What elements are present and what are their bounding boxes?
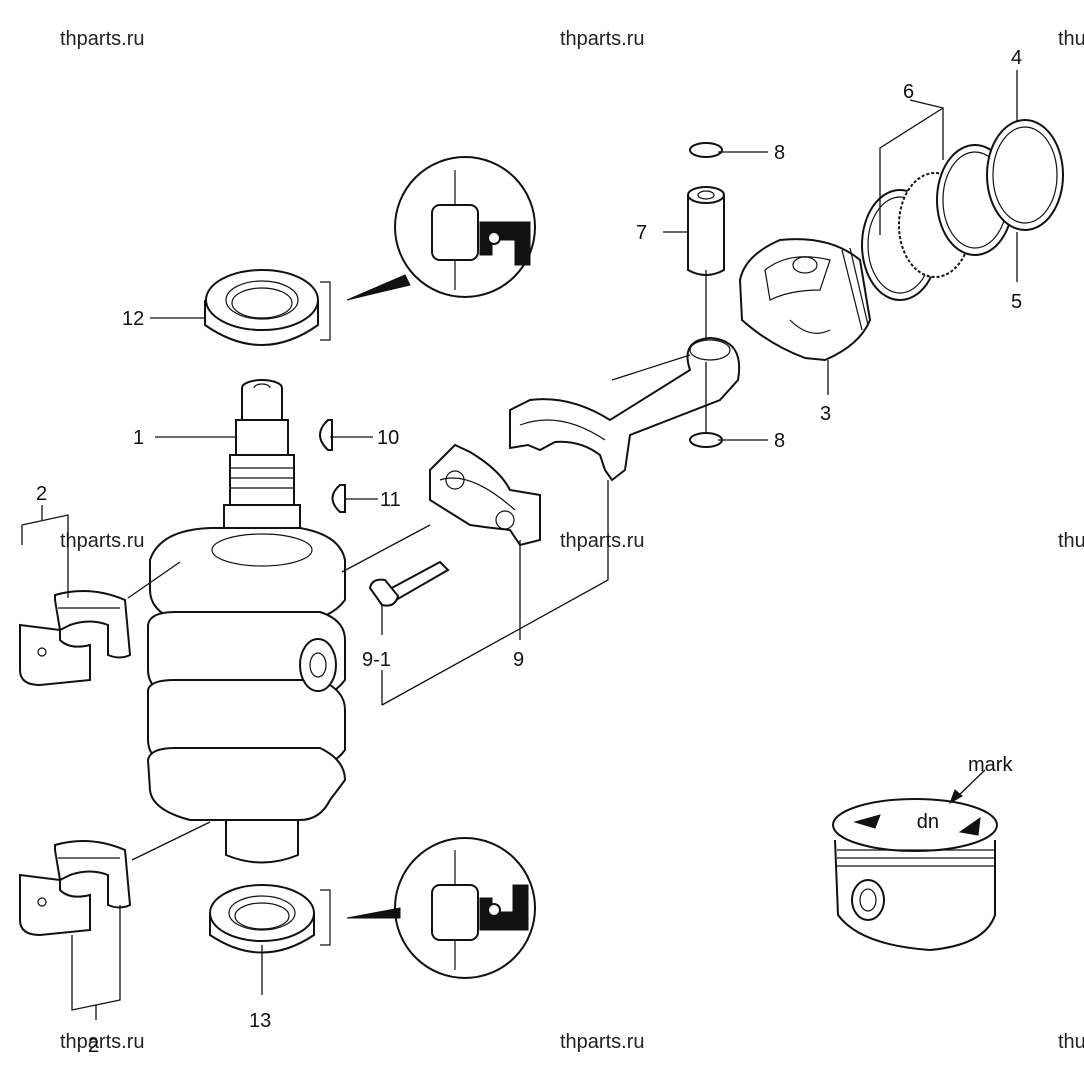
seal-orientation-detail-upper (346, 156, 536, 301)
callout-12: 12 (122, 308, 144, 330)
watermark: thparts.ru (560, 530, 644, 552)
piston-crown-text: up (917, 812, 939, 834)
callout-10: 10 (377, 427, 399, 449)
main-bearing-upper (19, 590, 132, 687)
callout-8: 8 (774, 142, 785, 164)
watermarks: thparts.ru thparts.ru thu thparts.ru thp… (60, 28, 1084, 1053)
pin-clip-bottom (689, 432, 723, 448)
key-11 (331, 484, 346, 513)
main-bearing-lower (19, 840, 132, 937)
watermark-partial: thu (1058, 1031, 1084, 1053)
mark-label: mark (968, 754, 1013, 776)
watermark-partial: thu (1058, 28, 1084, 50)
conrod-bolt (368, 560, 450, 607)
watermark: thparts.ru (60, 530, 144, 552)
pin-clip-top (689, 142, 723, 158)
watermark: thparts.ru (560, 28, 644, 50)
piston (738, 238, 872, 362)
callout-7: 7 (636, 222, 647, 244)
callout-13: 13 (249, 1010, 271, 1032)
seal-orientation-detail-lower (346, 837, 536, 979)
callout-9-1: 9-1 (362, 649, 391, 671)
callout-11: 11 (380, 489, 401, 511)
callout-6: 6 (903, 81, 914, 103)
key-10 (319, 419, 333, 451)
callout-2: 2 (88, 1035, 99, 1057)
callout-8: 8 (774, 430, 785, 452)
oil-seal-upper (204, 269, 331, 346)
watermark: thparts.ru (60, 1031, 144, 1053)
watermark-partial: thu (1058, 530, 1084, 552)
connecting-rod (509, 336, 741, 482)
watermark: thparts.ru (560, 1031, 644, 1053)
callout-3: 3 (820, 403, 831, 425)
callout-2: 2 (36, 483, 47, 505)
callout-1: 1 (133, 427, 144, 449)
callout-5: 5 (1011, 291, 1022, 313)
piston-ring-top (986, 119, 1064, 231)
piston-pin (687, 186, 725, 276)
callout-4: 4 (1011, 47, 1022, 69)
callout-labels: 1 2 2 3 4 5 6 7 8 8 9 9-1 10 11 12 13 ma… (36, 47, 1022, 1057)
callout-9: 9 (513, 649, 524, 671)
leader-lines (21, 70, 1018, 1020)
watermark: thparts.ru (60, 28, 144, 50)
conrod-cap (429, 443, 541, 547)
piston-orientation-inset: up (832, 769, 998, 952)
oil-seal-lower (209, 884, 331, 954)
crankshaft (146, 379, 347, 864)
